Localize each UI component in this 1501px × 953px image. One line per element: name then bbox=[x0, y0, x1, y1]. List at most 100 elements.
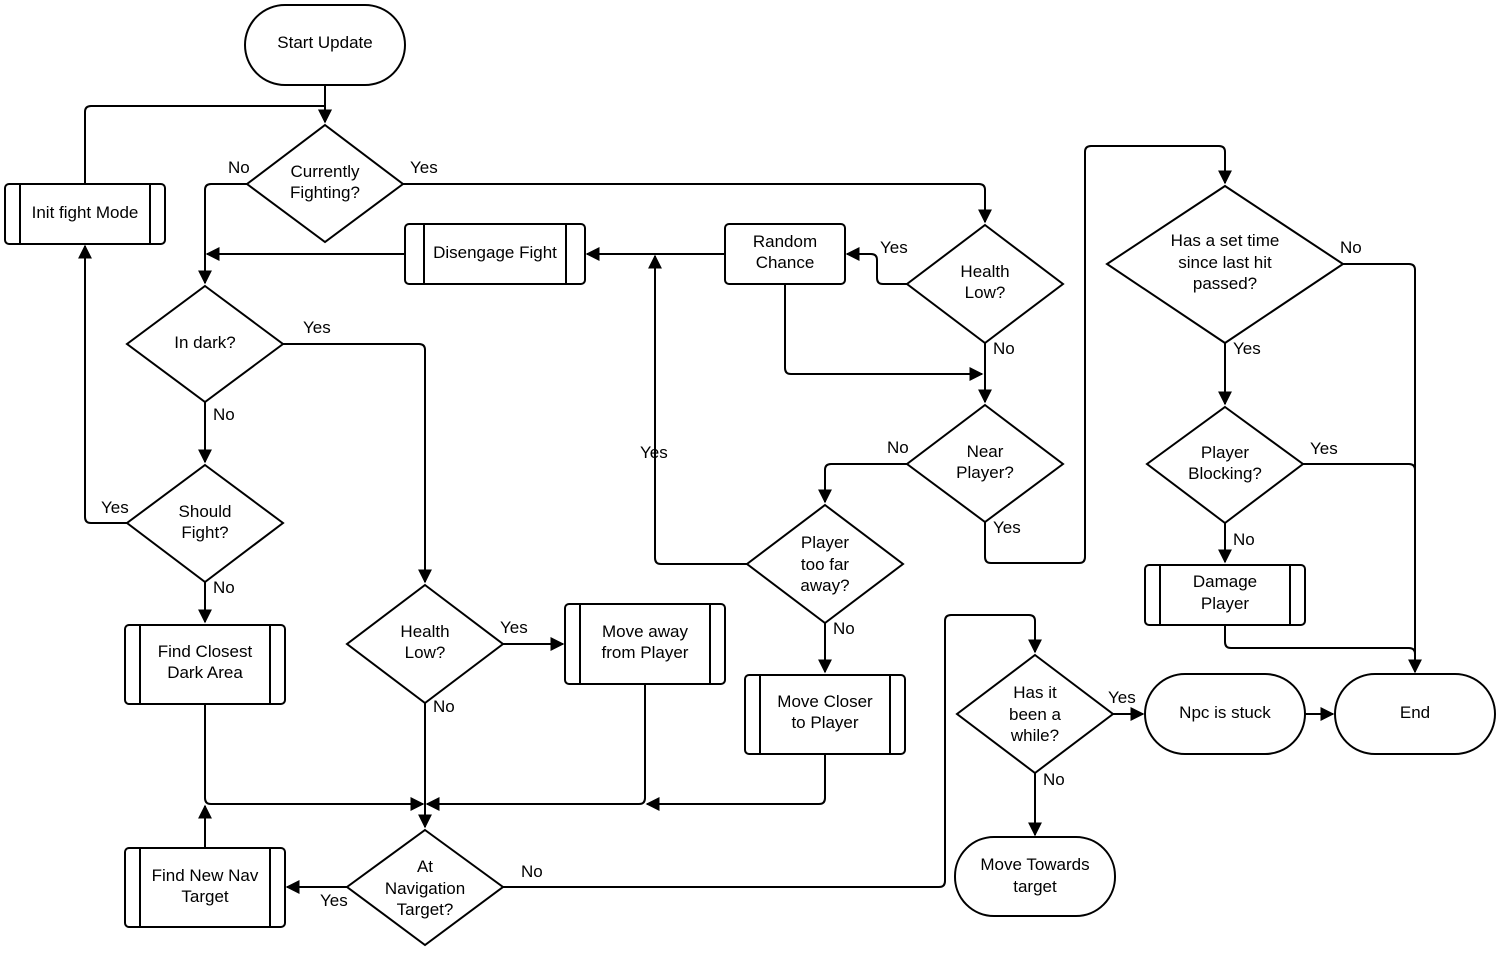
node-find-dark-line1: Find Closest bbox=[158, 642, 253, 661]
label-settime-no: No bbox=[1340, 238, 1362, 257]
node-player-too-far-line3: away? bbox=[800, 576, 849, 595]
node-health-low-left-line1: Health bbox=[400, 622, 449, 641]
label-while-yes: Yes bbox=[1108, 688, 1136, 707]
node-move-away-line2: from Player bbox=[602, 643, 689, 662]
node-health-low-right-line1: Health bbox=[960, 262, 1009, 281]
node-been-a-while-line1: Has it bbox=[1013, 683, 1057, 702]
label-settime-yes: Yes bbox=[1233, 339, 1261, 358]
label-nav-no: No bbox=[521, 862, 543, 881]
edge-init-to-fighting bbox=[84, 105, 332, 183]
node-near-player: Near Player? bbox=[905, 403, 1065, 524]
node-near-player-line2: Player? bbox=[956, 463, 1014, 482]
node-random-chance-line2: Chance bbox=[756, 253, 815, 272]
node-currently-fighting-line2: Fighting? bbox=[290, 183, 360, 202]
label-while-no: No bbox=[1043, 770, 1065, 789]
node-disengage-label: Disengage Fight bbox=[433, 243, 557, 262]
node-player-too-far: Player too far away? bbox=[745, 503, 905, 625]
label-fighting-yes: Yes bbox=[410, 158, 438, 177]
node-set-time-line1: Has a set time bbox=[1171, 231, 1280, 250]
node-move-closer-line1: Move Closer bbox=[777, 692, 873, 711]
node-find-nav-line1: Find New Nav bbox=[152, 866, 259, 885]
node-init-fight-label: Init fight Mode bbox=[32, 203, 139, 222]
node-random-chance-line1: Random bbox=[753, 232, 817, 251]
node-in-dark-label: In dark? bbox=[174, 333, 235, 352]
edge-moveaway-to-merge bbox=[425, 685, 646, 811]
node-move-towards-line1: Move Towards bbox=[980, 855, 1089, 874]
node-move-towards-line2: target bbox=[1013, 877, 1057, 896]
node-currently-fighting-line1: Currently bbox=[291, 162, 360, 181]
node-start-label: Start Update bbox=[277, 33, 372, 52]
node-player-too-far-line2: too far bbox=[801, 555, 850, 574]
node-at-nav-line3: Target? bbox=[397, 900, 454, 919]
node-move-closer-line2: to Player bbox=[791, 713, 858, 732]
node-health-low-right: Health Low? bbox=[905, 223, 1065, 345]
label-health-right-no: No bbox=[993, 339, 1015, 358]
node-near-player-line1: Near bbox=[967, 442, 1004, 461]
edges bbox=[78, 85, 1422, 894]
node-find-dark-line2: Dark Area bbox=[167, 663, 243, 682]
node-start: Start Update bbox=[244, 4, 406, 86]
node-should-fight: Should Fight? bbox=[125, 463, 285, 584]
node-damage-player: Damage Player bbox=[1144, 564, 1306, 626]
label-should-yes: Yes bbox=[101, 498, 129, 517]
label-dark-yes: Yes bbox=[303, 318, 331, 337]
node-been-a-while-line3: while? bbox=[1010, 726, 1059, 745]
node-player-blocking-line1: Player bbox=[1201, 443, 1250, 462]
label-health-left-no: No bbox=[433, 697, 455, 716]
node-disengage: Disengage Fight bbox=[404, 223, 586, 285]
node-set-time-line2: since last hit bbox=[1178, 253, 1272, 272]
label-dark-no: No bbox=[213, 405, 235, 424]
node-move-away: Move away from Player bbox=[564, 603, 726, 685]
edge-closer-to-merge bbox=[645, 755, 826, 811]
node-health-low-left-line2: Low? bbox=[405, 643, 446, 662]
node-at-nav-line2: Navigation bbox=[385, 879, 465, 898]
node-npc-stuck-label: Npc is stuck bbox=[1179, 703, 1271, 722]
edge-nav-no-to-while bbox=[503, 614, 1042, 888]
node-should-fight-line2: Fight? bbox=[181, 523, 228, 542]
edge-should-yes-to-init bbox=[78, 244, 127, 524]
node-at-nav-line1: At bbox=[417, 857, 433, 876]
label-should-no: No bbox=[213, 578, 235, 597]
node-player-too-far-line1: Player bbox=[801, 533, 850, 552]
label-health-right-yes: Yes bbox=[880, 238, 908, 257]
label-fighting-no: No bbox=[228, 158, 250, 177]
node-damage-player-line2: Player bbox=[1201, 594, 1250, 613]
edge-fighting-no-to-dark bbox=[198, 183, 247, 285]
edge-toofar-yes-to-disengage bbox=[648, 254, 747, 565]
edge-health-yes-to-random bbox=[845, 247, 907, 285]
label-health-left-yes: Yes bbox=[500, 618, 528, 637]
edge-dark-yes-to-health bbox=[283, 343, 432, 584]
node-npc-stuck: Npc is stuck bbox=[1144, 673, 1306, 755]
node-in-dark: In dark? bbox=[125, 284, 285, 404]
edge-random-to-near bbox=[784, 284, 984, 381]
edge-settime-no-to-end bbox=[1343, 263, 1422, 674]
edge-damage-to-end bbox=[1224, 625, 1416, 655]
node-init-fight: Init fight Mode bbox=[4, 183, 166, 245]
node-find-nav: Find New Nav Target bbox=[124, 847, 286, 928]
edge-near-no-to-toofar bbox=[818, 463, 907, 504]
node-end: End bbox=[1334, 673, 1496, 755]
label-blocking-no: No bbox=[1233, 530, 1255, 549]
label-toofar-no: No bbox=[833, 619, 855, 638]
node-move-towards: Move Towards target bbox=[954, 836, 1116, 917]
label-toofar-yes: Yes bbox=[640, 443, 668, 462]
label-blocking-yes: Yes bbox=[1310, 439, 1338, 458]
label-near-no: No bbox=[887, 438, 909, 457]
node-should-fight-line1: Should bbox=[179, 502, 232, 521]
node-at-nav: At Navigation Target? bbox=[345, 828, 505, 947]
node-been-a-while: Has it been a while? bbox=[955, 653, 1115, 775]
node-move-closer: Move Closer to Player bbox=[744, 674, 906, 755]
node-set-time-line3: passed? bbox=[1193, 274, 1257, 293]
edge-blocking-yes-to-end bbox=[1303, 463, 1416, 471]
label-nav-yes: Yes bbox=[320, 891, 348, 910]
node-damage-player-line1: Damage bbox=[1193, 572, 1257, 591]
label-near-yes: Yes bbox=[993, 518, 1021, 537]
edge-labels: No Yes Yes No Yes No Yes No No Yes Yes Y… bbox=[101, 158, 1362, 910]
edge-fighting-yes-to-health bbox=[403, 183, 992, 224]
node-end-label: End bbox=[1400, 703, 1430, 722]
node-health-low-right-line2: Low? bbox=[965, 283, 1006, 302]
node-random-chance: Random Chance bbox=[724, 223, 846, 285]
node-been-a-while-line2: been a bbox=[1009, 705, 1062, 724]
node-move-away-line1: Move away bbox=[602, 622, 688, 641]
node-currently-fighting: Currently Fighting? bbox=[245, 123, 405, 244]
